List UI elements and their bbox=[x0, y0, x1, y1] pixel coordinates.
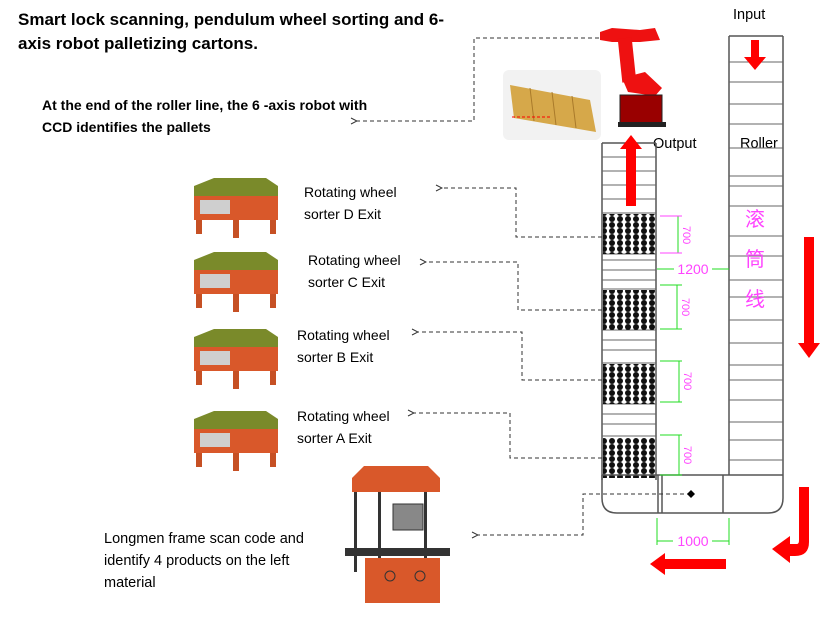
sorter-b-label-line1: Rotating wheel bbox=[297, 327, 390, 343]
dim-700-a: 700 bbox=[681, 446, 693, 464]
sorter-d-label-line1: Rotating wheel bbox=[304, 184, 397, 200]
roller-cn-char-1: 滚 bbox=[745, 207, 765, 231]
diagram-title: Smart lock scanning, pendulum wheel sort… bbox=[18, 10, 445, 53]
output-label: Output bbox=[653, 136, 697, 152]
dim-700-c: 700 bbox=[679, 298, 691, 316]
sorter-a-label-line2: sorter A Exit bbox=[297, 430, 372, 446]
sorter-b-leader bbox=[418, 332, 602, 381]
sorter-d-label: Rotating wheel sorter D Exit bbox=[304, 181, 397, 225]
roller-line-cn-label: 滚 筒 线 bbox=[745, 207, 765, 311]
scan-note: Longmen frame scan code and identify 4 p… bbox=[104, 531, 304, 591]
six-axis-robot bbox=[600, 28, 666, 127]
sorter-c-label-line1: Rotating wheel bbox=[308, 252, 401, 268]
dim-1200: 1200 bbox=[677, 261, 708, 277]
carton-pallet-image bbox=[503, 70, 601, 140]
sorter-a-wheels bbox=[603, 438, 656, 478]
flow-arrows bbox=[620, 40, 820, 575]
sorter-d-leader bbox=[442, 188, 602, 238]
sorter-c-label-line2: sorter C Exit bbox=[308, 274, 386, 290]
dimension-labels: 700 700 700 700 1200 1000 bbox=[677, 226, 708, 549]
sorter-b-label: Rotating wheel sorter B Exit bbox=[297, 324, 390, 368]
robot-note: At the end of the roller line, the 6 -ax… bbox=[42, 97, 368, 135]
sorter-a-label-line1: Rotating wheel bbox=[297, 408, 390, 424]
sorter-a-label: Rotating wheel sorter A Exit bbox=[297, 405, 390, 449]
roller-down-arrow-icon bbox=[798, 237, 820, 358]
turn-arrow-icon bbox=[772, 487, 809, 563]
output-up-arrow-icon bbox=[620, 135, 642, 206]
sorter-b-wheels bbox=[603, 364, 656, 404]
robot-leader bbox=[357, 37, 599, 121]
sorter-machine-a bbox=[194, 411, 278, 471]
sorter-b-label-line2: sorter B Exit bbox=[297, 349, 374, 365]
scan-point-marker bbox=[687, 490, 695, 498]
dimension-lines bbox=[656, 215, 730, 545]
input-down-arrow-icon bbox=[744, 40, 766, 70]
dim-700-d: 700 bbox=[680, 226, 692, 244]
callout-leaders bbox=[357, 37, 691, 535]
turn-section bbox=[601, 474, 784, 514]
roller-cn-char-3: 线 bbox=[745, 287, 765, 311]
exit-left-arrow-icon bbox=[650, 553, 726, 575]
sorter-machine-d bbox=[194, 178, 278, 238]
roller-cn-char-2: 筒 bbox=[745, 247, 765, 271]
sorter-c-label: Rotating wheel sorter C Exit bbox=[308, 249, 401, 293]
scanner-leader bbox=[478, 493, 691, 535]
gantry-scanner-machine bbox=[345, 466, 450, 603]
sorter-d-wheels bbox=[603, 214, 656, 254]
sorter-machine-b bbox=[194, 329, 278, 389]
sorter-a-leader bbox=[414, 413, 602, 459]
dim-700-b: 700 bbox=[681, 372, 693, 390]
sorter-c-leader bbox=[426, 262, 602, 311]
sorter-d-label-line2: sorter D Exit bbox=[304, 206, 382, 222]
input-roller-conveyor bbox=[728, 35, 784, 475]
sorter-c-wheels bbox=[603, 290, 656, 330]
sorter-machine-c bbox=[194, 252, 278, 312]
dim-1000: 1000 bbox=[677, 533, 708, 549]
input-label: Input bbox=[733, 7, 766, 23]
